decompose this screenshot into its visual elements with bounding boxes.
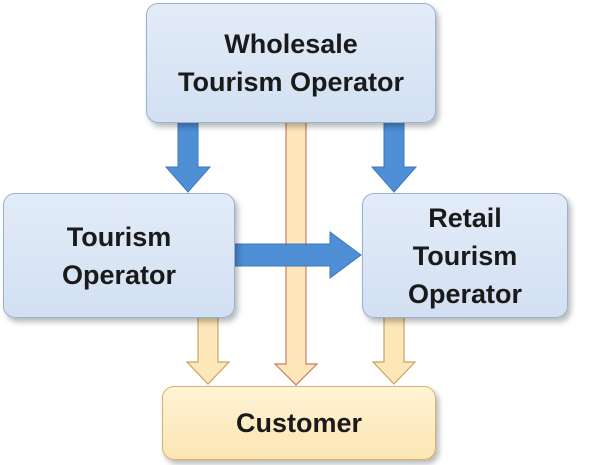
arrow-wholesale-to-retail [370,120,418,193]
node-tourism-operator: Tourism Operator [3,193,235,318]
node-wholesale-tourism-operator: Wholesale Tourism Operator [146,3,436,123]
node-retail-tourism-operator: Retail Tourism Operator [362,193,568,318]
arrow-tourism-to-customer [185,314,231,385]
arrow-tourism-to-retail [232,231,362,279]
arrow-retail-to-customer [371,314,417,385]
node-label: Customer [235,407,363,438]
node-customer: Customer [162,386,436,460]
node-label: Wholesale Tourism Operator [177,29,405,97]
arrow-wholesale-to-tourism [164,120,212,193]
node-label: Retail Tourism Operator [407,202,523,309]
node-label: Tourism Operator [61,221,177,290]
